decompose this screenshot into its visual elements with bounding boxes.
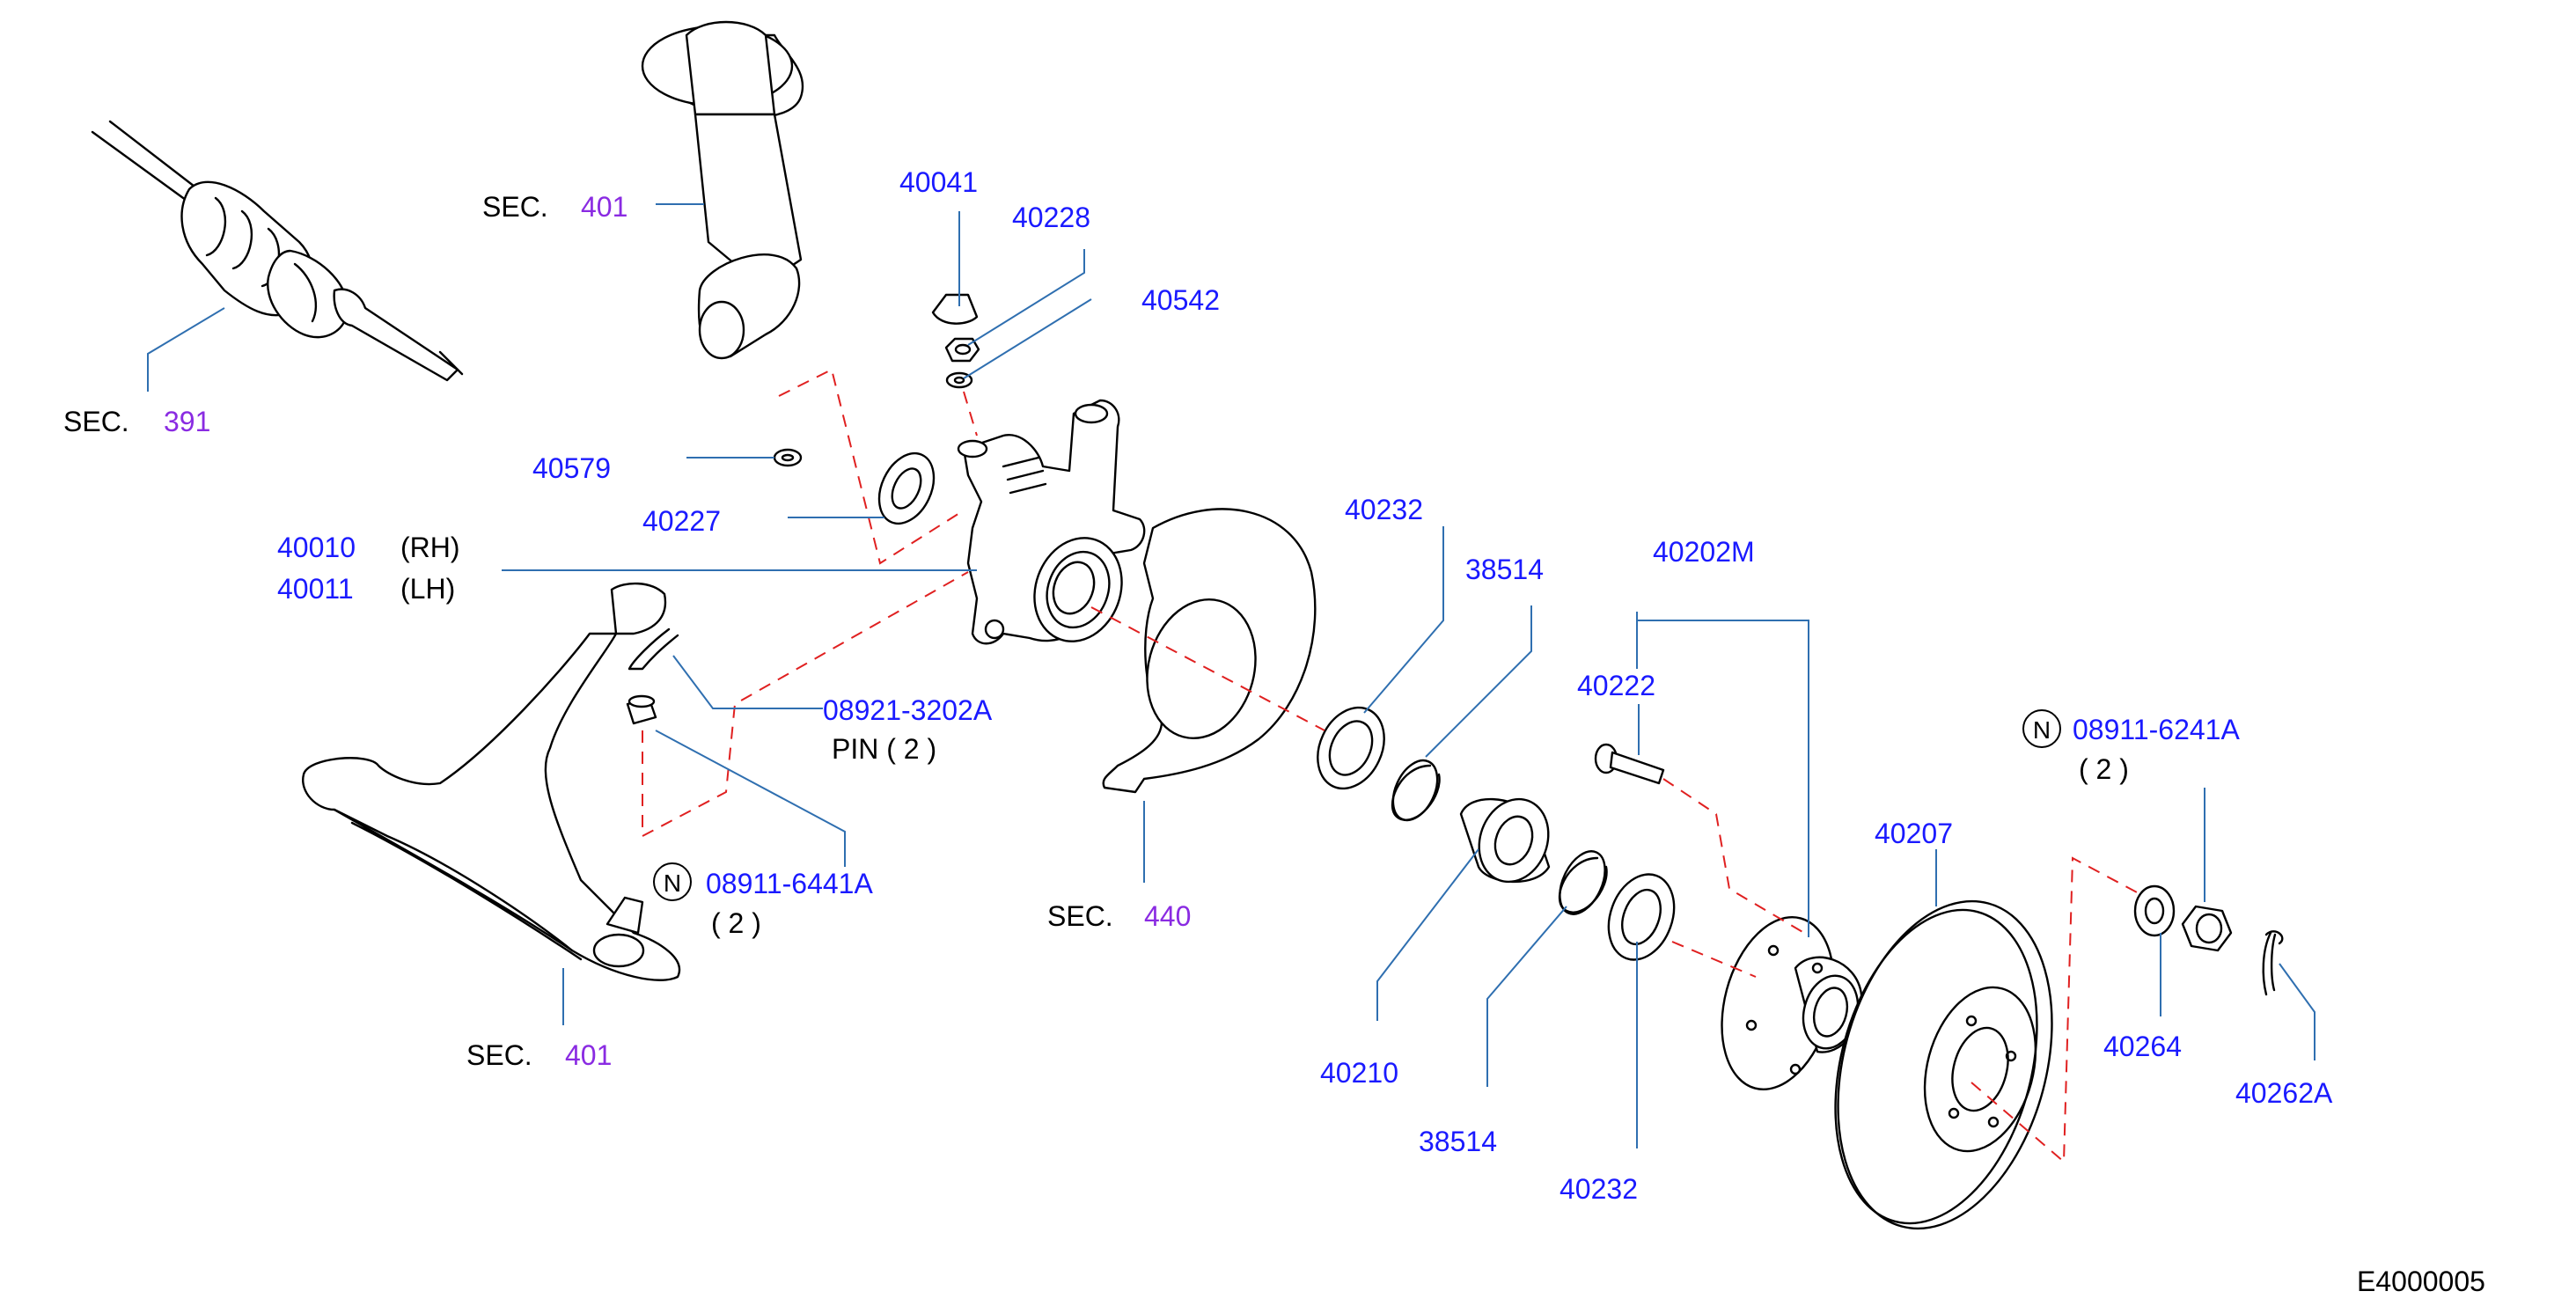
section-link-401-strut[interactable]: 401 — [581, 191, 627, 223]
part-label-40202m[interactable]: 40202M — [1653, 536, 1755, 568]
section-link-391[interactable]: 391 — [164, 406, 210, 437]
cap-nut-washer-drawing — [931, 293, 980, 389]
section-prefix: SEC. — [63, 406, 129, 437]
part-label-40262a[interactable]: 40262A — [2235, 1077, 2333, 1109]
part-label-08911-6441a[interactable]: 08911-6441A — [706, 868, 873, 899]
washer-nut-pin-drawing — [2133, 884, 2284, 996]
lower-arm-drawing — [302, 582, 681, 981]
part-label-40210[interactable]: 40210 — [1320, 1057, 1398, 1089]
part-label-40010[interactable]: 40010 — [277, 532, 356, 563]
part-label-40228[interactable]: 40228 — [1012, 202, 1090, 233]
hub-bolt-drawing — [1594, 743, 1665, 785]
part-label-08921-3202a[interactable]: 08921-3202A — [823, 694, 993, 726]
quantity-note: ( 2 ) — [711, 907, 761, 939]
seal-40227-drawing — [877, 451, 936, 525]
dashed-guide-lines — [642, 368, 2139, 1164]
pin-and-nut-drawing — [626, 627, 679, 725]
drive-shaft-drawing — [91, 120, 464, 382]
svg-text:N: N — [664, 869, 681, 897]
side-note-rh: (RH) — [400, 532, 460, 563]
part-label-38514-bottom[interactable]: 38514 — [1419, 1126, 1497, 1157]
brake-rotor-drawing — [1834, 899, 2053, 1230]
section-prefix: SEC. — [466, 1039, 532, 1071]
washer-40579-drawing — [773, 448, 803, 467]
leader-lines — [147, 203, 2315, 1148]
diagram-id: E4000005 — [2357, 1266, 2485, 1297]
n-badge-icon: N — [2022, 709, 2061, 748]
part-label-40542[interactable]: 40542 — [1141, 284, 1220, 316]
part-label-40579[interactable]: 40579 — [532, 452, 611, 484]
section-prefix: SEC. — [1047, 900, 1113, 932]
part-label-38514-top[interactable]: 38514 — [1465, 554, 1544, 585]
section-link-401-arm[interactable]: 401 — [565, 1039, 612, 1071]
part-label-40207[interactable]: 40207 — [1875, 818, 1953, 849]
steering-knuckle-drawing — [957, 399, 1146, 645]
section-link-440[interactable]: 440 — [1144, 900, 1191, 932]
part-label-08911-6241a[interactable]: 08911-6241A — [2073, 714, 2240, 745]
part-label-40041[interactable]: 40041 — [899, 166, 978, 198]
svg-text:N: N — [2033, 716, 2051, 744]
part-label-40232-bottom[interactable]: 40232 — [1560, 1173, 1638, 1205]
section-prefix: SEC. — [482, 191, 548, 223]
quantity-note: ( 2 ) — [2079, 753, 2129, 785]
hub-drawing — [1721, 915, 1863, 1091]
part-label-40227[interactable]: 40227 — [642, 505, 721, 537]
part-label-40011[interactable]: 40011 — [277, 573, 354, 605]
bearing-parts-drawing — [1317, 706, 1676, 961]
pin-quantity-note: PIN ( 2 ) — [832, 733, 936, 765]
splash-shield-drawing — [1102, 508, 1317, 794]
strut-drawing — [641, 20, 804, 360]
part-label-40232-top[interactable]: 40232 — [1345, 494, 1423, 525]
side-note-lh: (LH) — [400, 573, 455, 605]
part-label-40222[interactable]: 40222 — [1577, 670, 1655, 701]
part-label-40264[interactable]: 40264 — [2103, 1031, 2182, 1062]
n-badge-icon: N — [653, 862, 692, 901]
